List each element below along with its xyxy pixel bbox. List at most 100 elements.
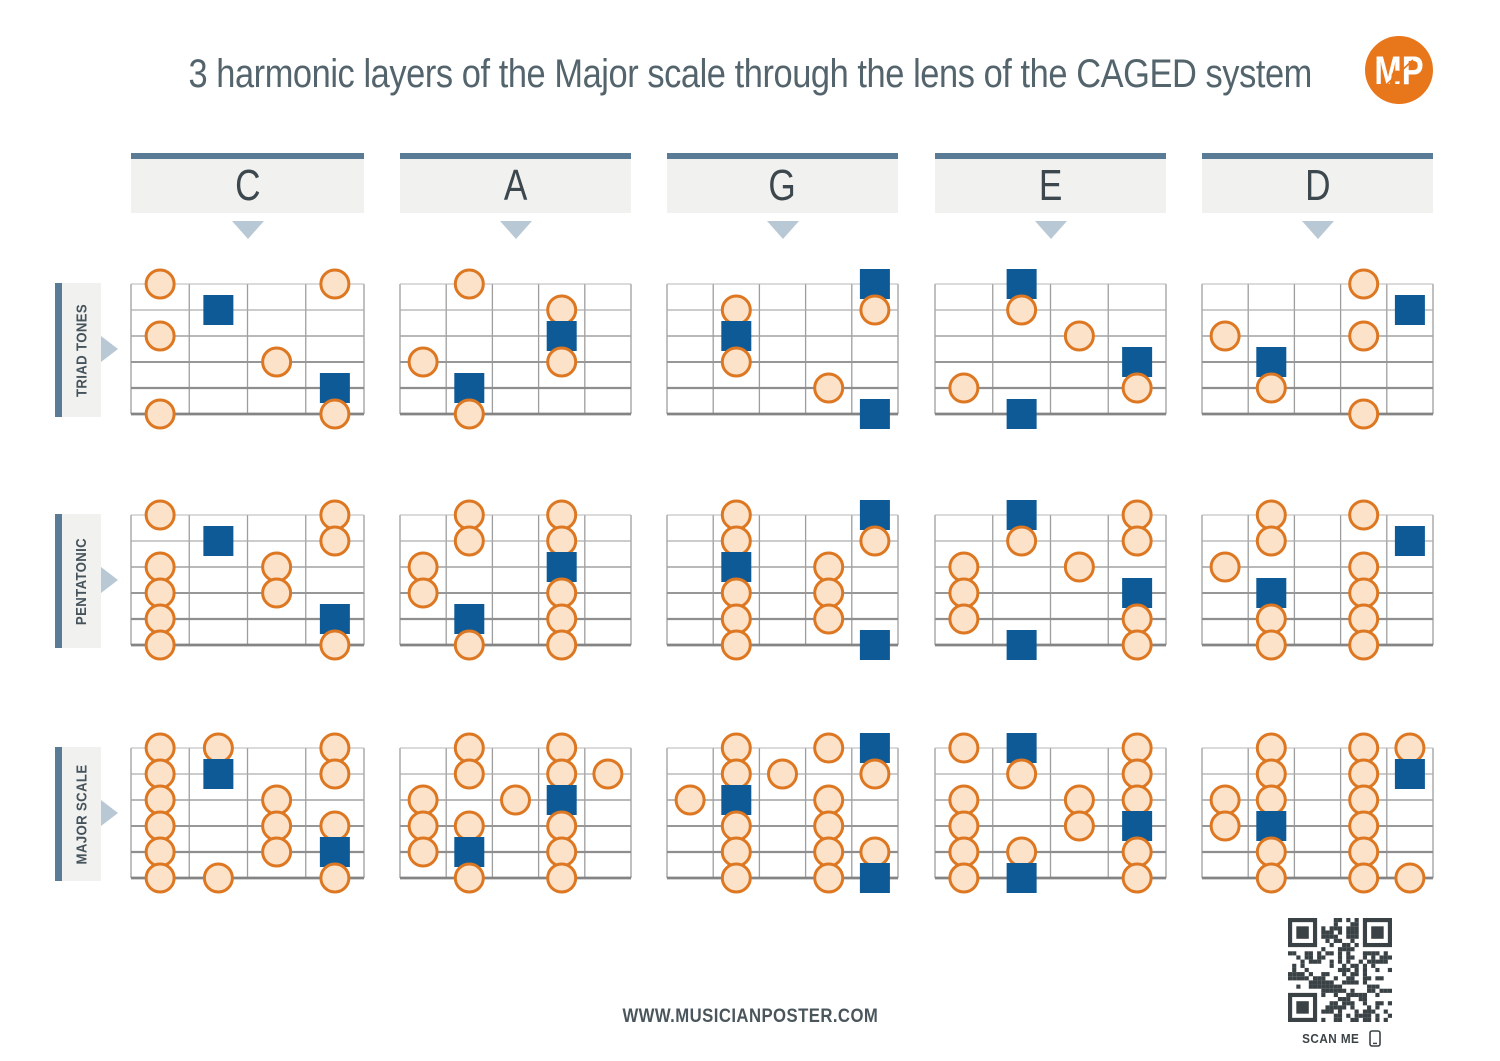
scale-tone-dot (407, 784, 439, 816)
scale-tone-dot (546, 525, 578, 557)
diagram-pentatonic-d (1201, 499, 1434, 661)
scale-tone-dot (453, 499, 485, 531)
root-note-square (454, 604, 485, 634)
scale-tone-dot (1121, 499, 1153, 531)
scale-tone-dot (948, 603, 980, 635)
scale-tone-dot (407, 836, 439, 868)
scale-tone-dot (453, 525, 485, 557)
scale-tone-dot (813, 551, 845, 583)
header-box: G (667, 159, 898, 213)
column-letter: A (503, 161, 528, 210)
chevron-down-icon (499, 221, 532, 239)
scale-tone-dot (144, 758, 176, 790)
scale-tone-dot (720, 758, 752, 790)
scale-tone-dot (144, 862, 176, 894)
scale-tone-dot (319, 629, 351, 661)
row-label-triad-tones: TRIAD TONES (62, 283, 101, 417)
scale-tone-dot (319, 862, 351, 894)
diagram-pentatonic-g (666, 499, 899, 661)
scale-tone-dot (546, 758, 578, 790)
scale-tone-dot (261, 836, 293, 868)
chevron-down-icon (231, 221, 264, 239)
scale-tone-dot (1209, 551, 1241, 583)
scale-tone-dot (546, 294, 578, 326)
page-title: 3 harmonic layers of the Major scale thr… (0, 52, 1500, 97)
scale-tone-dot (948, 862, 980, 894)
arrow-right-icon (101, 800, 118, 826)
scale-tone-dot (1255, 732, 1287, 764)
root-note-square (454, 837, 485, 867)
scale-tone-dot (813, 603, 845, 635)
scale-tone-dot (546, 577, 578, 609)
scale-tone-dot (1121, 732, 1153, 764)
column-letter: C (234, 161, 261, 210)
scale-tone-dot (546, 862, 578, 894)
root-note-square (1256, 811, 1287, 841)
header-top-bar (667, 153, 898, 159)
scale-tone-dot (453, 629, 485, 661)
root-note-square (1006, 500, 1037, 530)
scale-tone-dot (546, 810, 578, 842)
row-label-bar (55, 283, 62, 417)
scale-tone-dot (1121, 862, 1153, 894)
scan-me: SCAN ME (1278, 1030, 1402, 1047)
scale-tone-dot (144, 577, 176, 609)
scale-tone-dot (1121, 603, 1153, 635)
root-note-square (859, 399, 890, 429)
scale-tone-dot (1348, 320, 1380, 352)
scale-tone-dot (813, 862, 845, 894)
header-box: C (131, 159, 364, 213)
scale-tone-dot (1255, 499, 1287, 531)
scale-tone-dot (767, 758, 798, 790)
scale-tone-dot (720, 525, 752, 557)
scale-tone-dot (948, 732, 980, 764)
scale-tone-dot (1255, 862, 1287, 894)
root-note-square (319, 373, 350, 403)
scale-tone-dot (202, 862, 234, 894)
scale-tone-dot (453, 732, 485, 764)
scale-tone-dot (319, 398, 351, 430)
scale-tone-dot (453, 268, 485, 300)
root-note-square (1006, 863, 1037, 893)
scale-tone-dot (1255, 784, 1287, 816)
scale-tone-dot (948, 836, 980, 868)
row-label-major-scale: MAJOR SCALE (62, 747, 101, 881)
scale-tone-dot (1063, 784, 1095, 816)
scale-tone-dot (720, 862, 752, 894)
diagram-pentatonic-c (130, 499, 365, 661)
scale-tone-dot (1348, 836, 1380, 868)
scale-tone-dot (261, 810, 293, 842)
root-note-square (546, 785, 577, 815)
scale-tone-dot (144, 499, 176, 531)
scale-tone-dot (453, 398, 485, 430)
scale-tone-dot (144, 784, 176, 816)
scale-tone-dot (1121, 758, 1153, 790)
scale-tone-dot (546, 603, 578, 635)
scale-tone-dot (1063, 810, 1095, 842)
scale-tone-dot (813, 732, 845, 764)
scale-tone-dot (144, 268, 176, 300)
diagram-major-scale-g (666, 732, 899, 894)
scale-tone-dot (1348, 758, 1380, 790)
scale-tone-dot (674, 784, 706, 816)
root-note-square (546, 321, 577, 351)
scale-tone-dot (720, 499, 752, 531)
header-top-bar (131, 153, 364, 159)
scale-tone-dot (1209, 810, 1241, 842)
scale-tone-dot (1348, 551, 1380, 583)
scale-tone-dot (1209, 784, 1241, 816)
root-note-square (1006, 269, 1037, 299)
root-note-square (1006, 399, 1037, 429)
chevron-down-icon (766, 221, 799, 239)
scale-tone-dot (813, 784, 845, 816)
header-box: A (400, 159, 631, 213)
column-header-a: A (400, 153, 631, 239)
scale-tone-dot (1348, 603, 1380, 635)
row-label-bar (55, 747, 62, 881)
scale-tone-dot (1255, 836, 1287, 868)
root-note-square (1006, 630, 1037, 660)
row-label-text: MAJOR SCALE (73, 764, 91, 864)
root-note-square (1122, 578, 1153, 608)
root-note-square (721, 785, 752, 815)
scale-tone-dot (1006, 294, 1038, 326)
